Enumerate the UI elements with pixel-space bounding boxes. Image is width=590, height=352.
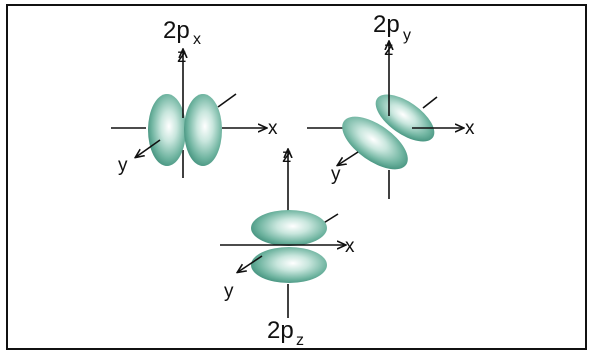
- lobe-right: [184, 94, 222, 166]
- label-2px-sub: x: [193, 31, 201, 48]
- z-label: z: [282, 146, 292, 167]
- z-label: z: [384, 39, 394, 60]
- lobe-front: [342, 116, 408, 170]
- x-label: x: [345, 236, 355, 257]
- label-2py-sub: y: [403, 27, 411, 44]
- y-axis: [238, 255, 263, 272]
- lobe-left: [148, 94, 186, 166]
- lobe-bottom: [251, 247, 327, 283]
- orbital-2pz: z x y 2p z: [220, 146, 355, 349]
- y-label: y: [118, 155, 128, 176]
- label-2pz-main: 2p: [267, 317, 294, 344]
- lobe-top: [251, 210, 327, 246]
- label-2py-main: 2p: [373, 11, 400, 38]
- orbital-2px: 2p x z x y: [111, 17, 278, 178]
- orbital-2py: 2p y z x y: [307, 11, 475, 199]
- z-label: z: [177, 46, 187, 67]
- y-axis: [338, 151, 359, 165]
- x-label: x: [465, 118, 475, 139]
- label-2px-main: 2p: [163, 17, 190, 44]
- y-axis-back: [422, 96, 438, 109]
- y-axis-back: [217, 93, 237, 108]
- y-axis: [136, 139, 161, 157]
- lobe-back: [375, 94, 435, 142]
- diagram-frame: [6, 4, 587, 350]
- x-label: x: [268, 118, 278, 139]
- y-label: y: [331, 164, 341, 185]
- label-2pz-sub: z: [296, 332, 304, 349]
- y-label: y: [224, 281, 234, 302]
